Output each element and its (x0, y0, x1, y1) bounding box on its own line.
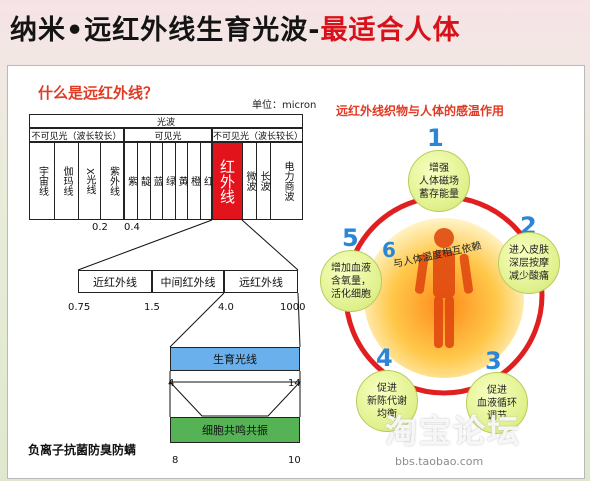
xray-cell: X光线 (79, 143, 101, 219)
bubble-5: 增加血液 含氧量， 活化细胞 (320, 250, 382, 312)
radio-cell: 电力商波 (282, 161, 293, 201)
invisible-long-header: 不可见光（波长较长） (212, 128, 303, 142)
color-indigo: 靛 (138, 143, 151, 219)
number-4: 4 (376, 344, 393, 372)
color-orange: 橙 (188, 143, 201, 219)
tick-4-0: 4.0 (218, 302, 234, 313)
watermark-logo: 淘宝论坛 (385, 412, 522, 450)
cosmic-ray-cell: 宇宙线 (30, 143, 55, 219)
cell-resonance-band: 细胞共鸣共振 (170, 417, 300, 443)
bubble-1: 增强 人体磁场 蓄存能量 (408, 150, 470, 212)
color-violet: 紫 (125, 143, 138, 219)
human-body-diagram (343, 194, 545, 396)
visible-header: 可见光 (124, 128, 212, 142)
tick-1000: 1000 (280, 302, 306, 313)
tick-14: 14 (288, 378, 301, 389)
far-ir-band: 远红外线 (224, 270, 298, 293)
tick-0-2: 0.2 (92, 222, 108, 233)
invisible-short-header: 不可见光（波长较长） (29, 128, 124, 142)
mid-ir-band: 中间红外线 (152, 270, 224, 293)
long-wave-cells: 红外线 微波 长波 电力商波 (212, 142, 303, 220)
bubble-4: 促进 新陈代谢 均衡 (356, 370, 418, 432)
number-3: 3 (485, 347, 502, 375)
right-panel-title: 远红外线织物与人体的感温作用 (336, 104, 505, 118)
color-yellow: 黄 (176, 143, 188, 219)
bubble-3: 促进 血液循环 调节 (466, 372, 528, 434)
color-red: 红 (201, 176, 213, 186)
visible-color-cells: 紫 靛 蓝 绿 黄 橙 红 (124, 142, 213, 220)
tick-10: 10 (288, 455, 301, 466)
tick-0-75: 0.75 (68, 302, 91, 313)
longwave-cell: 长波 (257, 143, 271, 219)
light-wave-header: 光波 (29, 114, 303, 128)
number-5: 5 (342, 224, 359, 252)
uv-cell: 紫外线 (107, 166, 119, 196)
growth-light-band: 生育光线 (170, 347, 300, 371)
color-green: 绿 (163, 143, 176, 219)
number-1: 1 (427, 124, 444, 152)
page-title: 纳米•远红外线生育光波-最适合人体 (10, 15, 461, 46)
gamma-ray-cell: 伽玛线 (55, 143, 79, 219)
bubble-2: 进入皮肤 深层按摩 减少酸痛 (498, 232, 560, 294)
tick-8: 8 (172, 455, 179, 466)
what-is-far-ir-heading: 什么是远红外线？ (38, 84, 159, 102)
watermark-url: bbs.taobao.com (395, 455, 484, 468)
tick-1-5: 1.5 (144, 302, 160, 313)
number-6: 6 (382, 238, 396, 262)
microwave-cell: 微波 (243, 143, 257, 219)
tick-4: 4 (168, 378, 175, 389)
unit-label: 单位：micron (252, 100, 317, 111)
color-blue: 蓝 (151, 143, 163, 219)
near-ir-band: 近红外线 (78, 270, 152, 293)
footer-note: 负离子抗菌防臭防螨 (28, 443, 137, 457)
infrared-cell: 红外线 (213, 143, 243, 219)
short-wave-cells: 宇宙线 伽玛线 X光线 紫外线 (29, 142, 124, 220)
tick-0-4: 0.4 (124, 222, 140, 233)
